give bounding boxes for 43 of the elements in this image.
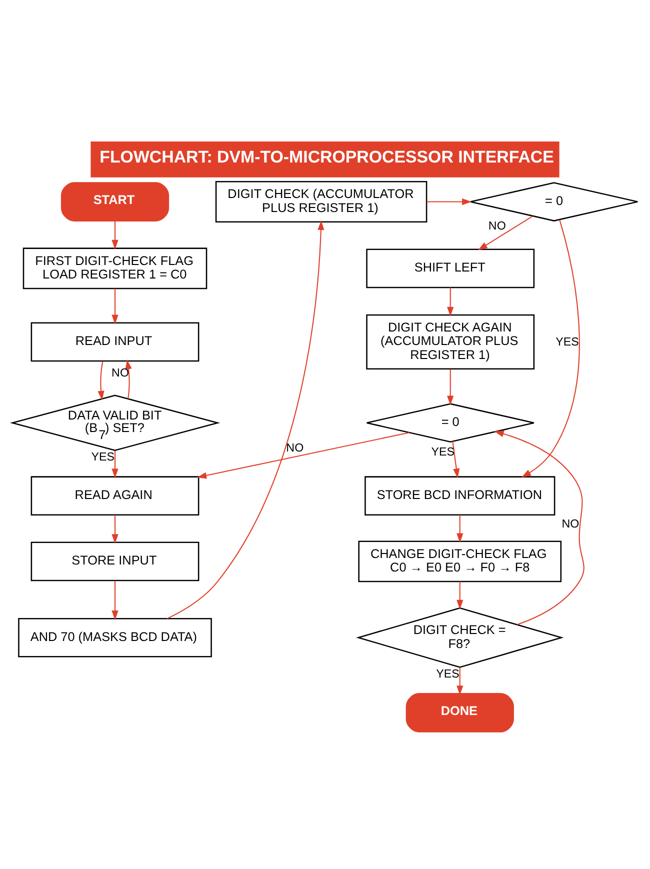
node-box: DONE — [406, 693, 514, 732]
node-box: READ INPUT — [30, 322, 200, 362]
arrow — [522, 220, 580, 478]
arrow — [447, 287, 454, 316]
node-box: SHIFT LEFT — [366, 248, 535, 288]
arrow — [478, 216, 533, 250]
diagram-title: FLOWCHART: DVM-TO-MICROPROCESSOR INTERFACE — [100, 147, 554, 166]
node-box: FIRST DIGIT-CHECK FLAG LOAD REGISTER 1 = C0 — [22, 248, 208, 290]
arrow — [112, 450, 118, 478]
node-box: STORE BCD INFORMATION — [364, 476, 556, 516]
arrow — [98, 361, 104, 400]
node-box: DIGIT CHECK (ACCUMULATOR PLUS REGISTER 1) — [215, 181, 428, 222]
arrow — [456, 668, 464, 696]
node-box: STORE INPUT — [30, 542, 200, 582]
arrow — [125, 360, 132, 399]
arrow — [167, 220, 324, 620]
arrow — [447, 369, 454, 406]
arrow — [426, 198, 472, 206]
arrow — [456, 582, 464, 610]
node-box: DIGIT CHECK AGAIN (ACCUMULATOR PLUS REGISTER 1) — [366, 314, 535, 370]
node-box: CHANGE DIGIT-CHECK FLAG C0 → E0 E0 → F0 → F8 — [358, 540, 562, 582]
arrow — [112, 514, 118, 544]
arrow — [197, 432, 410, 479]
node-box: READ AGAIN — [30, 476, 200, 516]
edge-label: NO — [112, 366, 129, 380]
arrow — [112, 288, 118, 324]
edge-label: YES — [556, 335, 579, 348]
edge-label: YES — [91, 450, 114, 464]
node-diamond: = 0 — [470, 182, 638, 222]
edge-label: NO — [286, 441, 304, 454]
node-box: START — [60, 182, 170, 222]
node-diamond: = 0 — [366, 403, 535, 443]
arrow — [494, 430, 584, 626]
arrow — [452, 441, 460, 478]
node-diamond: DIGIT CHECK = F8? — [356, 607, 564, 668]
arrow — [112, 221, 118, 250]
arrow — [456, 514, 464, 543]
edge-label: YES — [431, 446, 455, 459]
node-box: AND 70 (MASKS BCD DATA) — [18, 618, 212, 658]
edge-label: NO — [488, 219, 506, 232]
arrow — [112, 580, 118, 620]
edge-label: NO — [562, 518, 580, 531]
edge-label: YES — [436, 667, 460, 680]
